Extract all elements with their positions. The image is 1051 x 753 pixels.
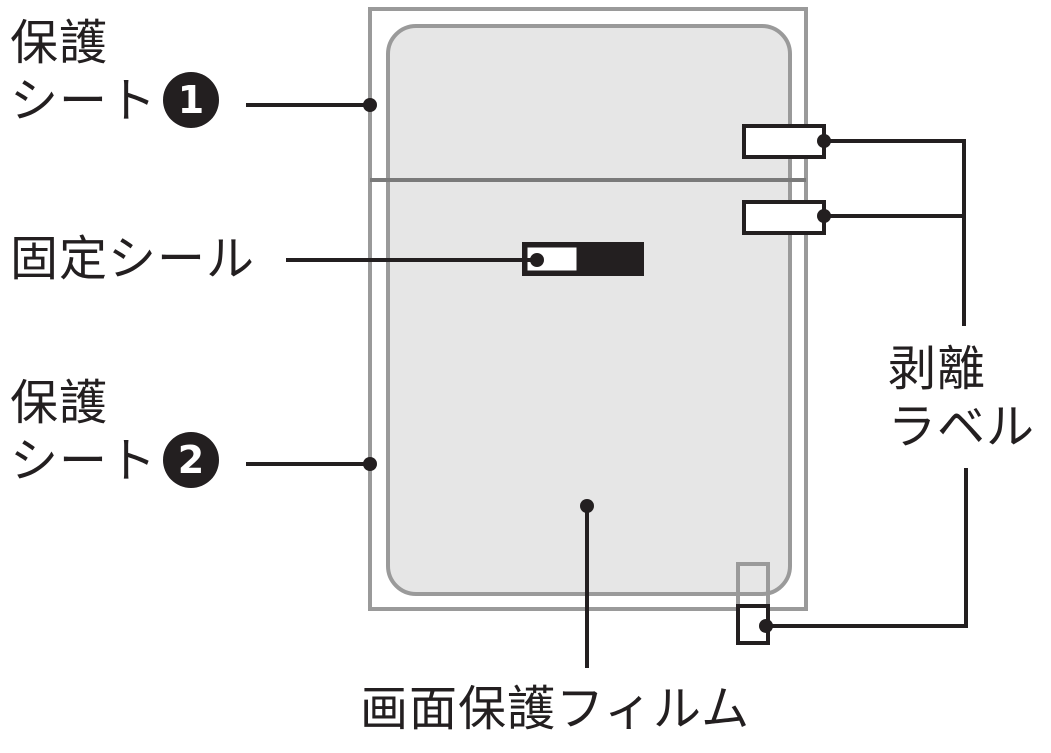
leader-release-lower xyxy=(766,468,968,628)
release-tab-top xyxy=(742,124,826,159)
number-badge-1: 1 xyxy=(163,72,220,128)
number-badge-2: 2 xyxy=(163,432,220,488)
dot-release-middle xyxy=(817,209,831,223)
label-sheet-2-line1: 保護 xyxy=(10,375,109,431)
label-sheet-2-text: シート xyxy=(10,433,158,489)
dot-film xyxy=(580,499,594,513)
label-release-line1: 剥離 xyxy=(888,341,987,397)
label-screen-protector-film: 画面保護フィルム xyxy=(360,681,751,737)
leader-lines xyxy=(246,103,968,668)
label-release-line2: ラベル xyxy=(888,399,1036,455)
dot-release-upper xyxy=(817,134,831,148)
leader-release-upper xyxy=(824,139,966,326)
label-release: 剥離 ラベル xyxy=(888,340,1035,456)
dot-sheet-2 xyxy=(363,457,377,471)
dot-release-lower xyxy=(759,619,773,633)
leader-dots xyxy=(363,98,831,633)
label-sheet-1-line1: 保護 xyxy=(10,15,109,71)
label-fixing-seal: 固定シール xyxy=(10,231,256,287)
release-tab-middle xyxy=(742,200,826,235)
dot-sheet-1 xyxy=(363,98,377,112)
label-sheet-1-text: シート xyxy=(10,73,158,129)
dot-fixing-seal xyxy=(530,253,544,267)
